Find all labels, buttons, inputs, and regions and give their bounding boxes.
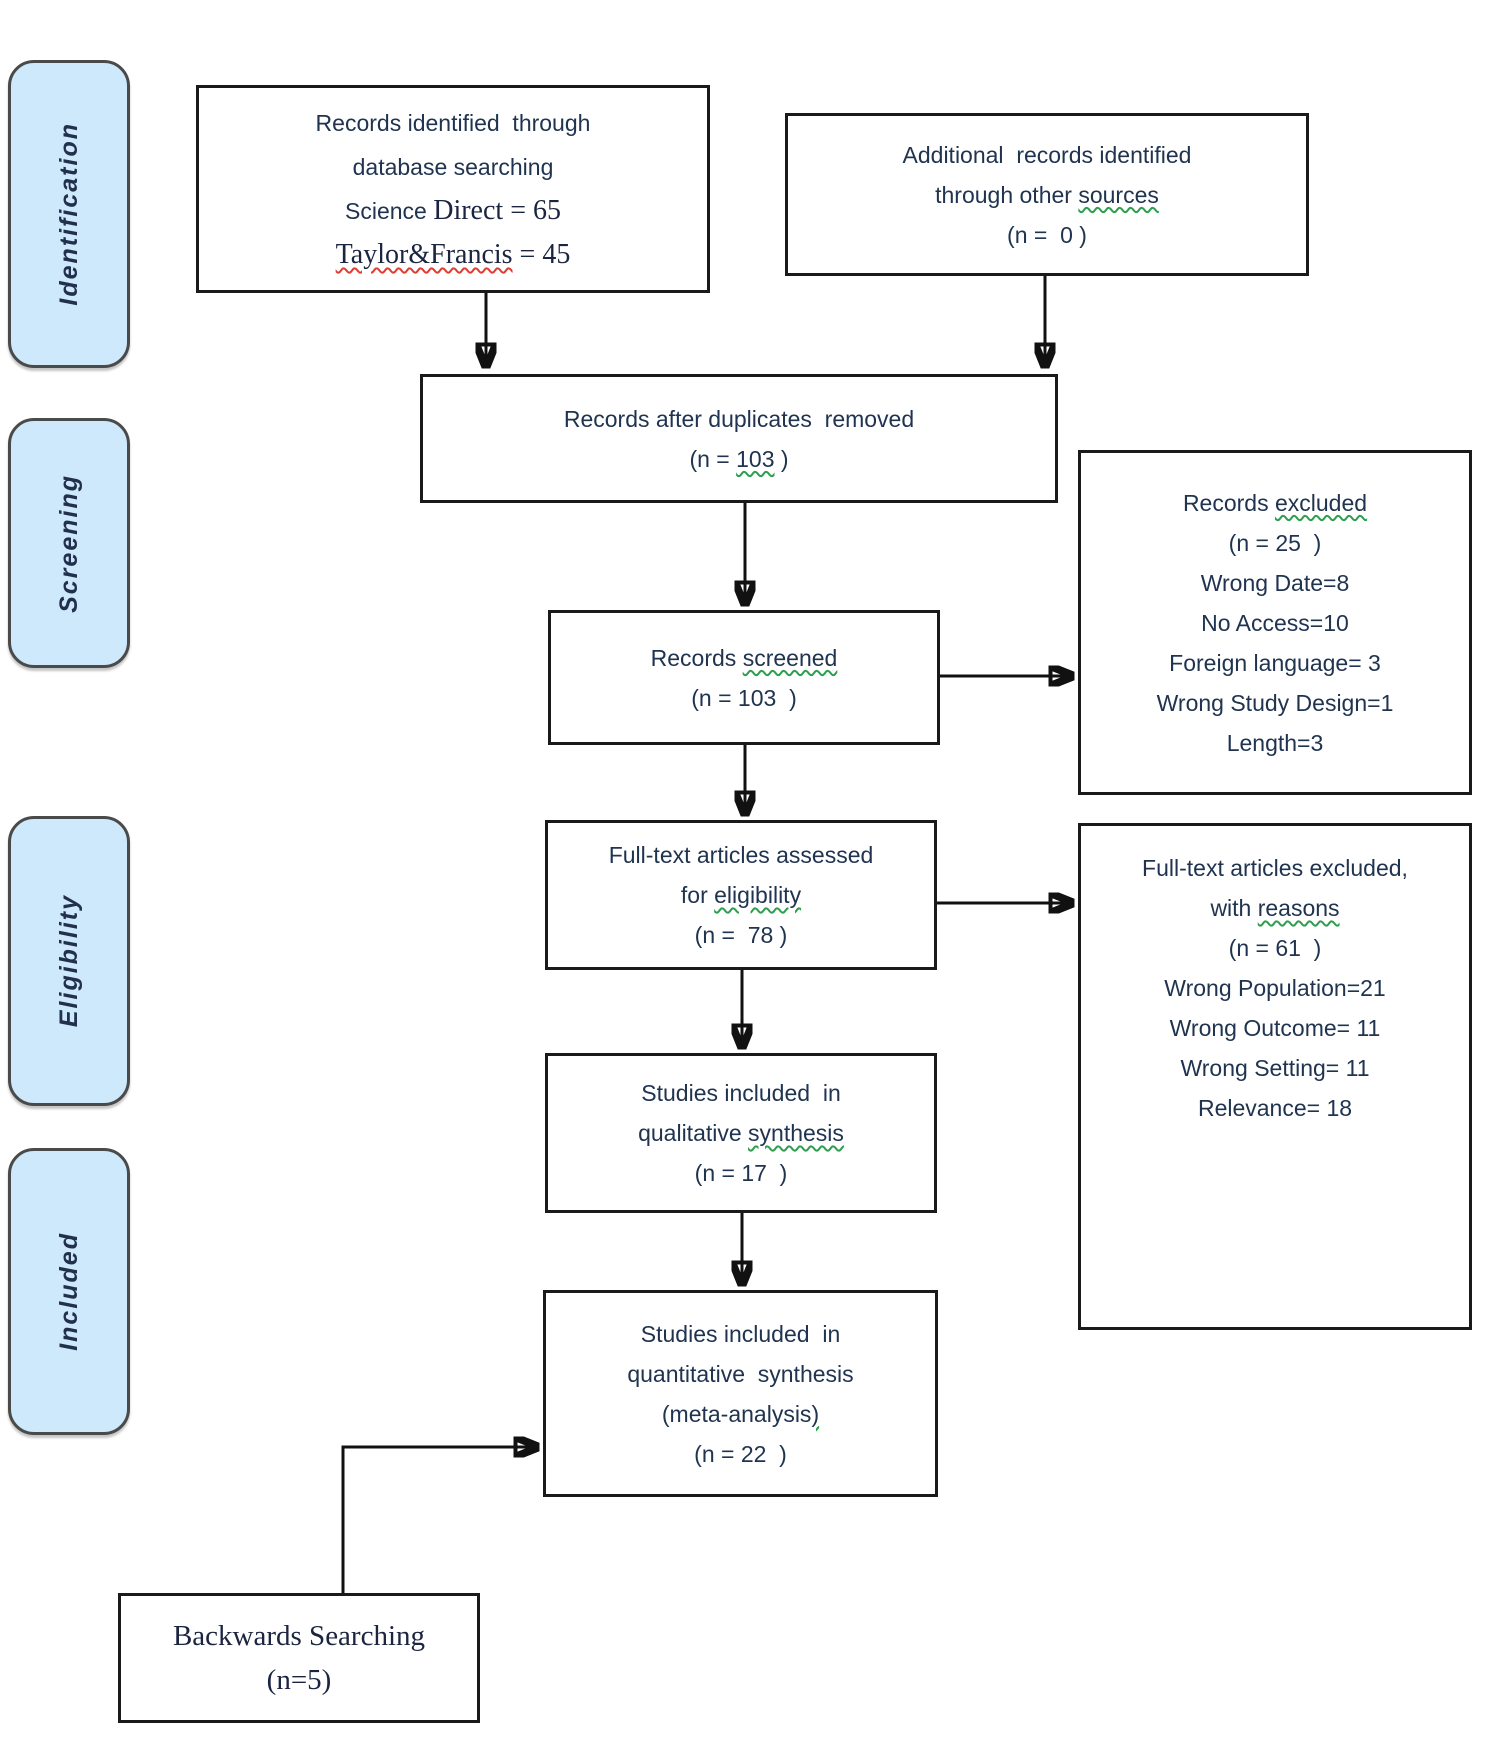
text-line: (n = 25 ): [1228, 529, 1322, 556]
text-line: for eligibility: [680, 882, 802, 908]
text-line: Foreign language= 3: [1169, 649, 1381, 676]
text-line: Backwards Searching: [172, 1620, 426, 1652]
arrow-backwards-to-quantitative: [341, 1447, 537, 1593]
stage-label-screening: Screening: [54, 473, 83, 613]
text-line: (n = 61 ): [1228, 935, 1322, 961]
text-line: quantitative synthesis: [627, 1360, 854, 1387]
box-records-identified: Records identified through database sear…: [196, 85, 710, 293]
text-line: Records after duplicates removed: [563, 405, 915, 432]
text-line: Studies included in: [641, 1080, 841, 1106]
box-backwards-searching: Backwards Searching (n=5): [118, 1593, 480, 1723]
text-line: Additional records identified: [902, 141, 1192, 168]
text-line: (meta-analysis): [661, 1400, 820, 1427]
text-line: (n = 0 ): [1007, 221, 1087, 248]
text-line: (n=5): [266, 1664, 332, 1696]
text-line: Taylor&Francis = 45: [335, 239, 571, 270]
text-line: Studies included in: [640, 1320, 841, 1347]
text-line: Records excluded: [1182, 489, 1368, 516]
stage-tab-identification: Identification: [8, 60, 130, 368]
box-duplicates-removed: Records after duplicates removed (n = 10…: [420, 374, 1058, 503]
text-line: qualitative synthesis: [638, 1120, 844, 1146]
box-records-excluded: Records excluded (n = 25 ) Wrong Date=8 …: [1078, 450, 1472, 795]
stage-tab-screening: Screening: [8, 418, 130, 668]
text-line: (n = 103 ): [691, 684, 797, 711]
box-fulltext-assessed: Full-text articles assessed for eligibil…: [545, 820, 937, 970]
box-qualitative-synthesis: Studies included in qualitative synthesi…: [545, 1053, 937, 1213]
text-line: Length=3: [1226, 729, 1324, 756]
text-line: through other sources: [935, 181, 1159, 208]
text-line: database searching: [352, 154, 554, 180]
stage-label-eligibility: Eligibility: [54, 894, 83, 1028]
text-line: Wrong Study Design=1: [1156, 689, 1394, 716]
text-line: Records identified through: [315, 110, 591, 136]
stage-label-included: Included: [54, 1232, 83, 1351]
text-line: Wrong Population=21: [1164, 975, 1386, 1001]
text-line: No Access=10: [1201, 609, 1349, 636]
stage-tab-eligibility: Eligibility: [8, 816, 130, 1106]
text-line: Records screened: [650, 644, 838, 671]
text-line: with reasons: [1210, 895, 1340, 921]
text-line: Science Direct = 65: [345, 195, 561, 226]
stage-tab-included: Included: [8, 1148, 130, 1435]
box-records-screened: Records screened (n = 103 ): [548, 610, 940, 745]
text-line: (n = 78 ): [694, 922, 788, 948]
text-line: (n = 103 ): [689, 445, 789, 472]
text-line: Wrong Date=8: [1200, 569, 1350, 596]
text-line: (n = 17 ): [694, 1160, 788, 1186]
text-line: Wrong Outcome= 11: [1169, 1015, 1381, 1041]
box-quantitative-synthesis: Studies included in quantitative synthes…: [543, 1290, 938, 1497]
text-line: Full-text articles excluded,: [1142, 855, 1408, 881]
text-line: Wrong Setting= 11: [1180, 1055, 1370, 1081]
box-additional-records: Additional records identified through ot…: [785, 113, 1309, 276]
box-fulltext-excluded: Full-text articles excluded, with reason…: [1078, 823, 1472, 1330]
text-line: Full-text articles assessed: [608, 842, 874, 868]
stage-label-identification: Identification: [54, 122, 83, 306]
text-line: (n = 22 ): [694, 1440, 787, 1467]
text-line: Relevance= 18: [1197, 1095, 1353, 1121]
